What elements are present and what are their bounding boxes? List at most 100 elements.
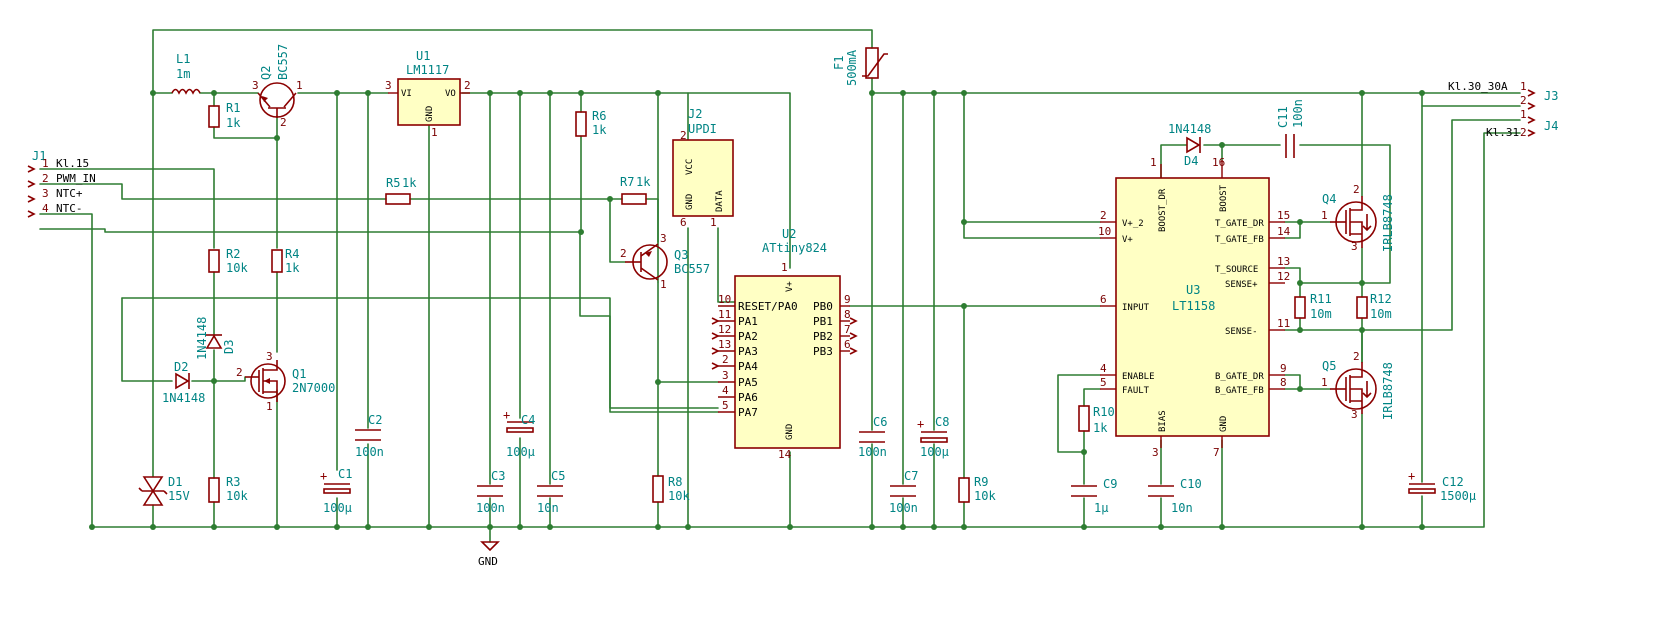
capacitor-c5[interactable]: C5 10n <box>537 469 565 515</box>
tvs-diode-d1[interactable]: D1 15V <box>138 475 190 506</box>
j1-label-pwm-in: PWM_IN <box>56 172 96 185</box>
capacitor-c4[interactable]: + C4 100µ <box>503 408 535 459</box>
u3-pin1: 1 <box>1150 156 1157 169</box>
capacitor-c2[interactable]: C2 100n <box>355 413 384 459</box>
r3-value: 10k <box>226 489 248 503</box>
q2-value: BC557 <box>276 44 290 80</box>
j1-label-ntc-plus: NTC+ <box>56 187 83 200</box>
u2-label-pb3: PB3 <box>813 345 833 358</box>
mosfet-q4[interactable]: 1 2 3 Q4 IRLB8748 <box>1321 183 1395 253</box>
diode-d3[interactable]: D3 1N4148 <box>195 317 236 360</box>
q1-pin1: 1 <box>266 400 273 413</box>
capacitor-c1[interactable]: + C1 100µ <box>320 467 352 515</box>
r7-value: 1k <box>636 175 651 189</box>
c3-value: 100n <box>476 501 505 515</box>
resistor-r11[interactable]: R11 10m <box>1294 292 1332 321</box>
u2-ref: U2 <box>782 227 796 241</box>
u3-pin-stubs <box>1100 160 1285 448</box>
q1-ref: Q1 <box>292 367 306 381</box>
u3-pin16: 16 <box>1212 156 1225 169</box>
capacitor-c12[interactable]: + C12 1500µ <box>1408 469 1476 503</box>
j4-pin1: 1 <box>1520 108 1527 121</box>
resistor-r6[interactable]: R6 1k <box>575 109 607 137</box>
capacitor-c7[interactable]: C7 100n <box>889 469 918 515</box>
u2-pin13: 13 <box>718 338 731 351</box>
mcu-u2[interactable]: U2 ATtiny824 V+ 1 GND 14 10 11 12 13 2 3… <box>711 227 858 461</box>
u3-label-b-gate-dr: B_GATE_DR <box>1215 372 1264 382</box>
u3-label-boost: BOOST <box>1219 184 1229 212</box>
capacitor-c3[interactable]: C3 100n <box>476 469 505 515</box>
resistor-r2[interactable]: R2 10k <box>208 247 248 275</box>
j4-pin2: 2 <box>1520 126 1527 139</box>
capacitor-c8[interactable]: + C8 100µ <box>917 415 949 459</box>
resistor-r8[interactable]: R8 10k <box>652 475 690 503</box>
fuse-f1[interactable]: F1 500mA <box>832 47 888 86</box>
capacitor-c11[interactable]: C11 100n <box>1276 99 1305 158</box>
u1-label-vi: VI <box>401 89 412 99</box>
c4-ref: C4 <box>521 413 535 427</box>
u3-pin5: 5 <box>1100 376 1107 389</box>
capacitor-c10[interactable]: C10 10n <box>1148 477 1202 515</box>
resistor-r10[interactable]: R10 1k <box>1078 405 1115 435</box>
q2-pin3: 3 <box>252 79 259 92</box>
resistor-r7[interactable]: R7 1k <box>620 175 651 205</box>
d4-value: 1N4148 <box>1168 122 1211 136</box>
diode-d2[interactable]: D2 1N4148 <box>162 360 205 405</box>
c5-ref: C5 <box>551 469 565 483</box>
u1-pin3: 3 <box>385 79 392 92</box>
inductor-l1[interactable]: L1 1m <box>171 52 201 95</box>
transistor-q3[interactable]: 2 3 1 Q3 BC557 <box>620 232 710 291</box>
j2-pin1: 1 <box>710 216 717 229</box>
u2-pin1: 1 <box>781 261 788 274</box>
diode-d4[interactable]: D4 1N4148 <box>1168 122 1211 168</box>
regulator-u1[interactable]: U1 LM1117 3 2 VI VO GND 1 <box>385 49 471 139</box>
connector-j3[interactable]: 1 2 J3 Kl.30_30A <box>1448 80 1558 110</box>
resistor-r4[interactable]: R4 1k <box>271 247 300 275</box>
u2-pin11: 11 <box>718 308 731 321</box>
resistor-r12[interactable]: R12 10m <box>1356 292 1392 321</box>
connector-j1[interactable]: J1 1 2 3 4 Kl.15 PWM_IN NTC+ NTC- <box>27 149 96 218</box>
c10-value: 10n <box>1171 501 1193 515</box>
u3-label-t-source: T_SOURCE <box>1215 265 1258 275</box>
c9-ref: C9 <box>1103 477 1117 491</box>
capacitor-c6[interactable]: C6 100n <box>858 415 887 459</box>
d2-value: 1N4148 <box>162 391 205 405</box>
u2-left-pins <box>711 305 735 413</box>
mosfet-q1[interactable]: 2 3 1 Q1 2N7000 <box>236 350 335 413</box>
transistor-q2[interactable]: 3 1 2 Q2 BC557 <box>252 44 303 129</box>
c7-value: 100n <box>889 501 918 515</box>
gnd-label: GND <box>478 555 498 568</box>
j4-label: Kl.31 <box>1486 126 1519 139</box>
c12-ref: C12 <box>1442 475 1464 489</box>
u3-label-gnd: GND <box>1219 416 1229 432</box>
mosfet-q5[interactable]: 1 2 3 Q5 IRLB8748 <box>1321 350 1395 421</box>
c10-ref: C10 <box>1180 477 1202 491</box>
driver-u3[interactable]: U3 LT1158 2 10 6 4 5 V+_2 V+ INPUT ENABL… <box>1098 156 1291 459</box>
u3-pin14: 14 <box>1277 225 1291 238</box>
c1-ref: C1 <box>338 467 352 481</box>
u2-label-pa2: PA2 <box>738 330 758 343</box>
r12-ref: R12 <box>1370 292 1392 306</box>
u2-label-pa4: PA4 <box>738 360 758 373</box>
capacitor-c9[interactable]: C9 1µ <box>1071 477 1117 515</box>
gnd-symbol: GND <box>478 541 500 568</box>
q1-pin2: 2 <box>236 366 243 379</box>
j2-ref: J2 <box>688 107 702 121</box>
c6-ref: C6 <box>873 415 887 429</box>
u3-pin15: 15 <box>1277 209 1290 222</box>
u2-label-pa7: PA7 <box>738 406 758 419</box>
u2-pin9: 9 <box>844 293 851 306</box>
connector-j4[interactable]: 1 2 J4 Kl.31 <box>1486 108 1558 139</box>
svg-text:+: + <box>503 408 510 422</box>
q3-pin3: 3 <box>660 232 667 245</box>
resistor-r3[interactable]: R3 10k <box>208 475 248 503</box>
resistor-r1[interactable]: R1 1k <box>208 101 241 130</box>
q1-value: 2N7000 <box>292 381 335 395</box>
d3-value: 1N4148 <box>195 317 209 360</box>
q5-value: IRLB8748 <box>1381 362 1395 420</box>
resistor-r9[interactable]: R9 10k <box>958 475 996 503</box>
c11-ref: C11 <box>1276 106 1290 128</box>
j1-pin4: 4 <box>42 202 49 215</box>
connector-j2-updi[interactable]: J2 UPDI 2 6 1 VCC GND DATA <box>672 107 734 229</box>
resistor-r5[interactable]: R5 1k <box>385 176 417 205</box>
